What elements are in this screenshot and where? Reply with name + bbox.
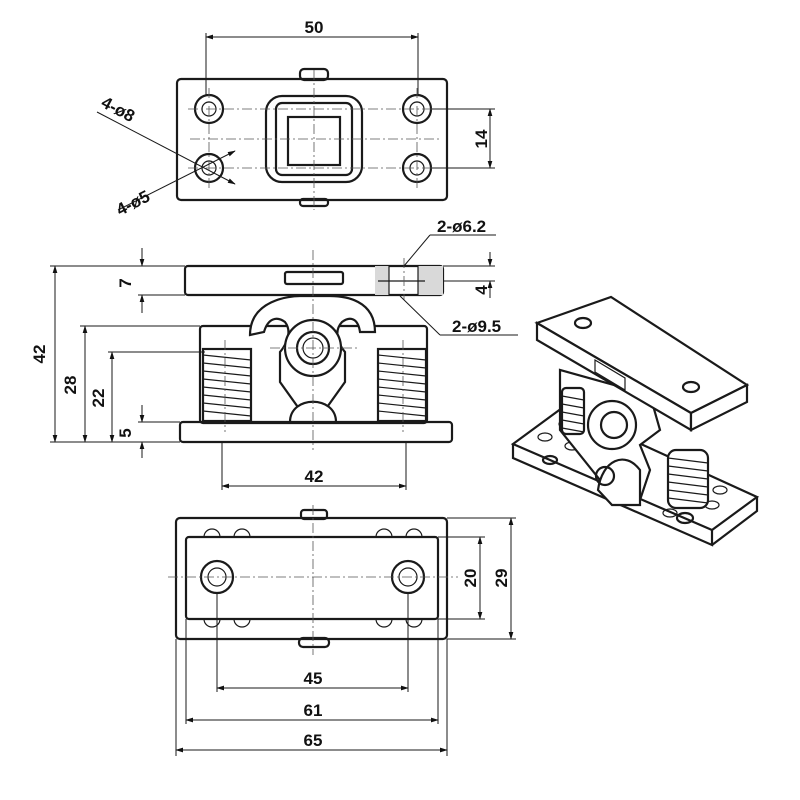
label-2-dia-9-5: 2-ø9.5 [452,317,501,336]
dim-7: 7 [116,278,135,287]
front-view: 7 4 2-ø6.2 2-ø9.5 42 28 22 5 [30,217,518,490]
iso-right-spring [666,448,710,510]
dim-29: 29 [492,569,511,588]
bottom-view: 20 29 45 61 65 [168,505,516,756]
dim-42-span: 42 [305,467,324,486]
front-left-spring [201,347,253,423]
top-view: 50 14 4-ø8 4-ø5 [96,18,495,220]
dim-61: 61 [304,701,323,720]
dim-14: 14 [472,129,491,148]
dim-5: 5 [116,428,135,437]
front-right-spring [376,347,428,423]
dim-42-height: 42 [30,345,49,364]
dim-45: 45 [304,669,323,688]
dim-28: 28 [61,376,80,395]
label-2-dia-6-2: 2-ø6.2 [437,217,486,236]
iso-left-spring [560,386,586,436]
dim-50: 50 [305,18,324,37]
dim-65: 65 [304,731,323,750]
dim-20: 20 [461,569,480,588]
dim-4: 4 [472,285,491,295]
label-4-dia-5: 4-ø5 [113,187,153,220]
label-4-dia-8: 4-ø8 [98,93,138,126]
dim-22: 22 [89,389,108,408]
isometric-view [510,295,760,547]
top-view-holes [193,93,433,184]
watermark: Shop900238216 [340,773,451,792]
